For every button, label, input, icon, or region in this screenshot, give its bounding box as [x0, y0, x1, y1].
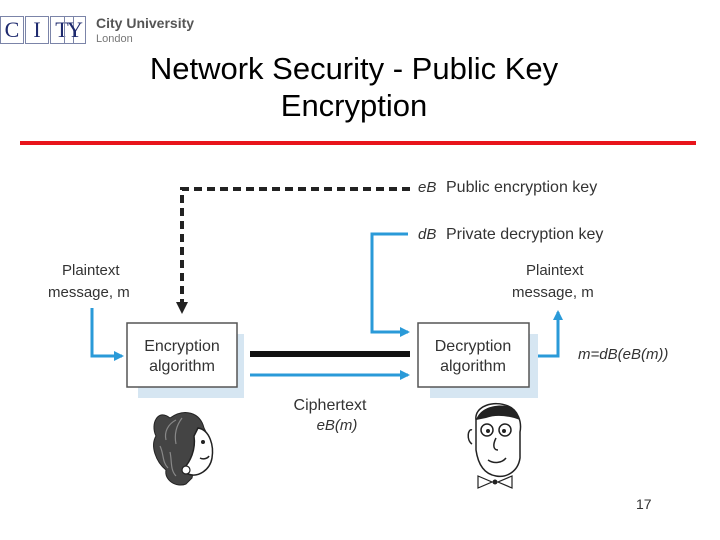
- logo-letter: I: [25, 16, 49, 44]
- logo-university-name: City University: [96, 15, 195, 31]
- public-key-dashed-line: [180, 187, 410, 308]
- private-key-symbol: dB: [418, 226, 436, 243]
- public-key-label: Public encryption key: [446, 179, 597, 196]
- plaintext-out-line2: message, m: [512, 284, 594, 301]
- woman-face-icon: [153, 412, 214, 486]
- logo-letter: C: [0, 16, 24, 44]
- decryption-algorithm-box: [417, 322, 530, 388]
- logo-location: London: [96, 33, 133, 45]
- plaintext-out-line1: Plaintext: [526, 262, 584, 279]
- encryption-box-line1: Encryption: [144, 338, 220, 355]
- ciphertext-label: Ciphertext: [294, 397, 367, 414]
- plaintext-in-line1: Plaintext: [62, 262, 120, 279]
- page-title: Network Security - Public Key Encryption: [0, 50, 708, 124]
- public-key-symbol: eB: [418, 179, 436, 196]
- plaintext-in-line2: message, m: [48, 284, 130, 301]
- public-key-arrowhead: [176, 302, 188, 314]
- ciphertext-formula: eB(m): [317, 417, 358, 434]
- private-key-label: Private decryption key: [446, 226, 603, 243]
- plaintext-input-arrow: [90, 308, 124, 361]
- private-key-arrow: [370, 232, 410, 337]
- page-number: 17: [636, 496, 652, 512]
- encryption-algorithm-box: [126, 322, 238, 388]
- title-divider: [20, 141, 696, 145]
- title-line-1: Network Security - Public Key: [149, 51, 559, 86]
- man-face-icon: [467, 402, 522, 489]
- logo-letter: Y: [64, 16, 86, 44]
- plaintext-output-arrow: [538, 310, 563, 358]
- decryption-box-line2: algorithm: [440, 358, 506, 375]
- title-line-2: Encryption: [280, 88, 428, 123]
- logo-letter: T: [50, 16, 74, 44]
- encryption-box-line2: algorithm: [149, 358, 215, 375]
- result-formula: m=dB(eB(m)): [578, 346, 668, 363]
- decryption-box-line1: Decryption: [435, 338, 511, 355]
